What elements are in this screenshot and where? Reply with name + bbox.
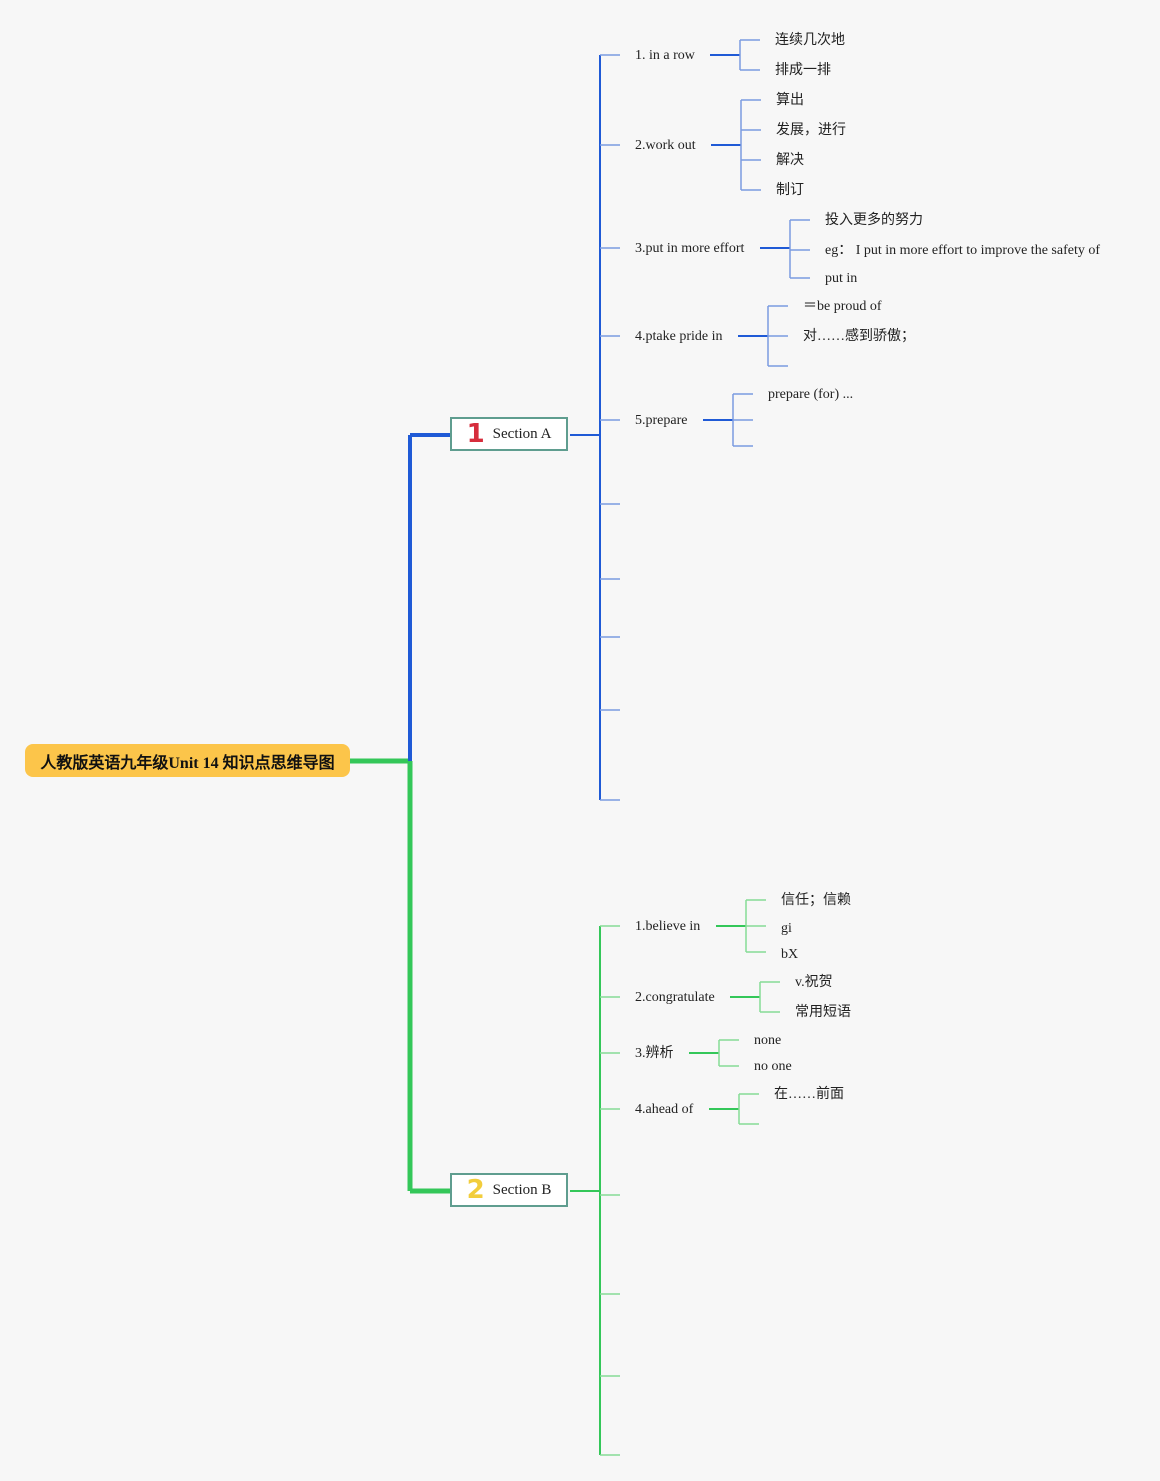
- section-b-subitem[interactable]: 信任；信赖: [781, 893, 851, 908]
- section-a-subitem[interactable]: 连续几次地: [775, 33, 845, 48]
- section-a-item[interactable]: 2.work out: [635, 138, 696, 153]
- section-a-subitem[interactable]: 解决: [776, 153, 804, 168]
- root-topic[interactable]: 人教版英语九年级Unit 14 知识点思维导图: [25, 744, 350, 777]
- section-b-item[interactable]: 1.believe in: [635, 919, 701, 934]
- section-b-item[interactable]: 2.congratulate: [635, 990, 715, 1005]
- section-a-subitem[interactable]: 对……感到骄傲；: [803, 329, 915, 344]
- section-b-label: Section B: [492, 1181, 552, 1198]
- section-a-subitem[interactable]: 排成一排: [775, 63, 831, 78]
- number-one-icon: 1: [466, 419, 485, 449]
- section-b-subitem[interactable]: 在……前面: [774, 1087, 844, 1102]
- section-a-subitem[interactable]: 投入更多的努力: [825, 213, 923, 228]
- section-b-subitem[interactable]: gi: [781, 921, 792, 936]
- section-b-item[interactable]: 3.辨析: [635, 1046, 674, 1061]
- section-b-subitem[interactable]: no one: [754, 1059, 792, 1074]
- section-a-subitem[interactable]: 制订: [776, 183, 804, 198]
- section-a-item[interactable]: 3.put in more effort: [635, 241, 745, 256]
- section-a-subitem[interactable]: 发展，进行: [776, 123, 846, 138]
- section-b-subitem[interactable]: 常用短语: [795, 1005, 851, 1020]
- section-a-subitem[interactable]: put in: [825, 271, 858, 286]
- section-b-subitem[interactable]: v.祝贺: [795, 975, 833, 990]
- section-b-subitem[interactable]: none: [754, 1033, 782, 1048]
- section-a-item[interactable]: 1. in a row: [635, 48, 695, 63]
- section-a-subitem[interactable]: eg： I put in more effort to improve the …: [825, 243, 1100, 258]
- section-b-node[interactable]: 2 Section B: [450, 1173, 568, 1207]
- section-a-subitem[interactable]: 算出: [776, 93, 804, 108]
- section-a-subitem[interactable]: ＝be proud of: [803, 299, 882, 314]
- section-b-subitem[interactable]: bX: [781, 947, 799, 962]
- section-b-item[interactable]: 4.ahead of: [635, 1102, 694, 1117]
- section-a-item[interactable]: 4.ptake pride in: [635, 329, 723, 344]
- section-a-item[interactable]: 5.prepare: [635, 413, 688, 428]
- section-a-node[interactable]: 1 Section A: [450, 417, 568, 451]
- number-two-icon: 2: [466, 1175, 485, 1205]
- section-a-subitem[interactable]: prepare (for) ...: [768, 387, 854, 402]
- section-a-label: Section A: [492, 425, 552, 442]
